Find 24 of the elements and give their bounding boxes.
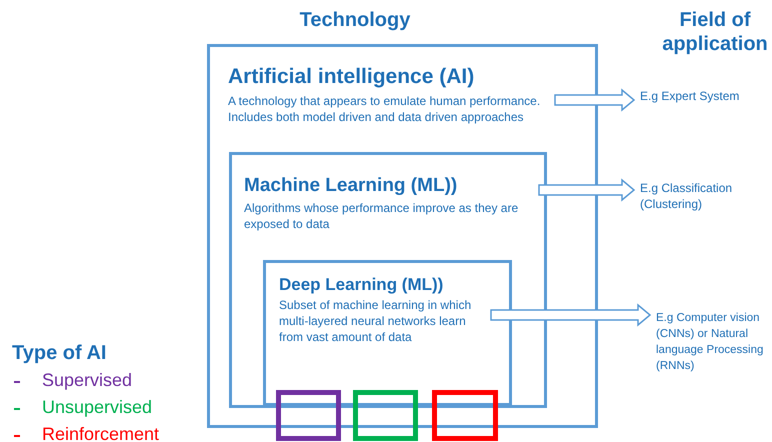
nested-box [207, 44, 598, 428]
column-heading: Field of application [661, 8, 769, 56]
application-text: E.g Classification (Clustering) [640, 180, 765, 214]
block-arrow [538, 178, 636, 202]
box-title: Machine Learning (ML)) [244, 175, 458, 197]
legend-text: Supervised [42, 370, 132, 391]
block-arrow [490, 303, 652, 327]
application-text: E.g Expert System [640, 88, 765, 106]
block-arrow [554, 88, 636, 112]
nested-box [229, 152, 547, 408]
box-description: Subset of machine learning in which multi-layered neural networks learn from vast amount of data [279, 297, 472, 345]
box-description: Algorithms whose performance improve as they are exposed to data [244, 200, 520, 232]
nested-box [263, 260, 512, 406]
legend-title: Type of AI [12, 341, 108, 365]
box-title: Deep Learning (ML)) [279, 275, 444, 295]
box-description: A technology that appears to emulate human performance. Includes both model driven and data driven approaches [228, 93, 542, 125]
legend-text: Unsupervised [42, 397, 152, 418]
empty-box [432, 390, 498, 441]
box-title: Artificial intelligence (AI) [228, 65, 474, 89]
empty-box [353, 390, 418, 441]
empty-box [276, 390, 341, 441]
column-heading: Technology [298, 8, 412, 32]
application-text: E.g Computer vision (CNNs) or Natural language Processing (RNNs) [656, 310, 772, 376]
legend-text: Reinforcement [42, 424, 160, 442]
